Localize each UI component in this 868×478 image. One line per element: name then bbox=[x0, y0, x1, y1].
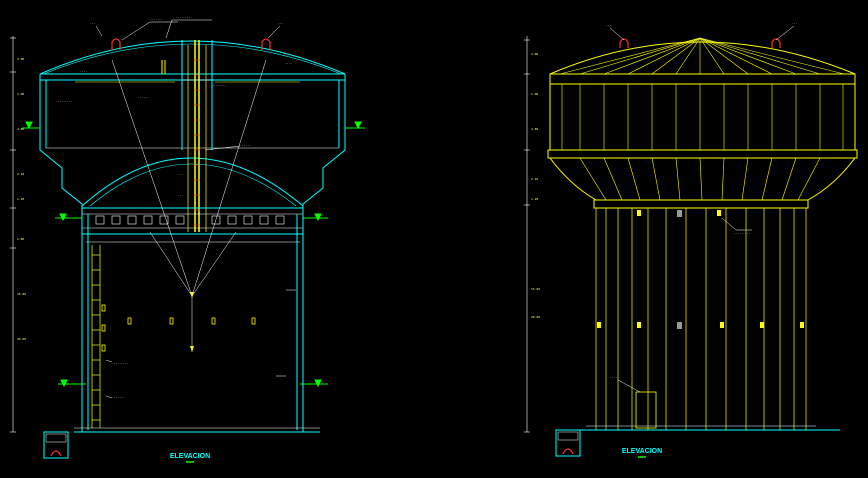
svg-text:···: ··· bbox=[606, 23, 612, 27]
right-support-shaft bbox=[595, 208, 807, 430]
left-section-view: 3.00 1.00 4.80 2.10 1.20 1.80 15.00 20.0… bbox=[10, 15, 365, 463]
right-dome-ribs bbox=[559, 37, 845, 75]
svg-text:4.80: 4.80 bbox=[531, 127, 538, 131]
svg-text:2.10: 2.10 bbox=[531, 177, 538, 181]
svg-text:2.10: 2.10 bbox=[17, 172, 24, 176]
svg-text:3.00: 3.00 bbox=[17, 57, 24, 61]
svg-text:··········: ·········· bbox=[174, 15, 192, 19]
left-projection-lines bbox=[111, 59, 267, 352]
svg-text:···: ··· bbox=[90, 21, 96, 25]
right-entrance-door bbox=[635, 391, 657, 429]
right-shaft-windows bbox=[597, 210, 804, 329]
left-annotation-leaders bbox=[95, 19, 281, 399]
svg-text:·········: ········· bbox=[112, 361, 128, 365]
right-cone-transition bbox=[549, 157, 856, 201]
left-tank-walls bbox=[39, 73, 346, 208]
svg-text:····: ···· bbox=[80, 69, 87, 73]
left-dimension-line bbox=[10, 36, 16, 433]
svg-text:3.00: 3.00 bbox=[531, 52, 538, 56]
left-shaft-ladder bbox=[194, 59, 200, 226]
left-foundation-detail bbox=[43, 431, 69, 459]
left-view-title: ELEVACION bbox=[170, 453, 210, 460]
right-view-title: ELEVACION bbox=[622, 448, 662, 455]
left-wall-openings bbox=[101, 304, 256, 352]
right-dimension-line bbox=[524, 36, 530, 433]
left-roof-vents bbox=[111, 38, 271, 50]
left-tank-bottom-dome bbox=[81, 157, 304, 207]
left-support-shaft-walls bbox=[74, 208, 320, 433]
left-central-shaft bbox=[161, 40, 213, 232]
svg-text:15.00: 15.00 bbox=[531, 287, 540, 291]
svg-text:·······: ······· bbox=[150, 17, 163, 21]
right-tank-drum bbox=[547, 73, 858, 159]
svg-text:···: ··· bbox=[144, 162, 150, 166]
svg-text:······: ······ bbox=[240, 143, 251, 147]
svg-text:···: ··· bbox=[792, 21, 798, 25]
right-roof-vents bbox=[619, 38, 781, 48]
left-ring-beam bbox=[81, 207, 304, 243]
svg-text:······: ······ bbox=[138, 95, 149, 99]
svg-text:4.80: 4.80 bbox=[17, 127, 24, 131]
svg-text:···: ··· bbox=[178, 172, 184, 176]
svg-text:15.00: 15.00 bbox=[17, 292, 26, 296]
svg-text:20.00: 20.00 bbox=[531, 315, 540, 319]
svg-text:·········: ········· bbox=[734, 231, 750, 235]
svg-text:20.00: 20.00 bbox=[17, 337, 26, 341]
svg-text:·····: ····· bbox=[610, 375, 619, 379]
svg-text:········: ········ bbox=[212, 83, 227, 87]
right-dimension-labels: 3.00 1.00 4.80 2.10 1.20 15.00 20.00 bbox=[531, 52, 540, 319]
svg-text:·······: ······· bbox=[112, 395, 125, 399]
svg-text:·········: ········· bbox=[56, 99, 72, 103]
left-level-markers bbox=[22, 121, 365, 388]
right-dome bbox=[549, 41, 856, 75]
svg-text:1.00: 1.00 bbox=[531, 92, 538, 96]
svg-text:1.20: 1.20 bbox=[531, 197, 538, 201]
left-annotation-notes: ······· ·········· ··· ··· ···· ···· ···… bbox=[56, 15, 292, 399]
left-exterior-ladder bbox=[91, 245, 101, 428]
right-cone-ribs bbox=[579, 157, 821, 201]
svg-text:1.20: 1.20 bbox=[17, 197, 24, 201]
svg-text:···: ··· bbox=[178, 193, 184, 197]
right-ring-beam bbox=[593, 199, 809, 209]
right-elevation-view: 3.00 1.00 4.80 2.10 1.20 15.00 20.00 · bbox=[524, 21, 858, 458]
svg-text:···: ··· bbox=[278, 21, 284, 25]
left-dimension-labels: 3.00 1.00 4.80 2.10 1.20 1.80 15.00 20.0… bbox=[17, 57, 26, 341]
right-foundation-detail bbox=[555, 429, 581, 457]
svg-text:····: ···· bbox=[285, 61, 292, 65]
svg-text:1.00: 1.00 bbox=[17, 92, 24, 96]
right-drum-panels bbox=[561, 84, 844, 150]
svg-text:1.80: 1.80 bbox=[17, 237, 24, 241]
svg-text:···: ··· bbox=[228, 167, 234, 171]
left-dome-roof bbox=[39, 40, 346, 75]
